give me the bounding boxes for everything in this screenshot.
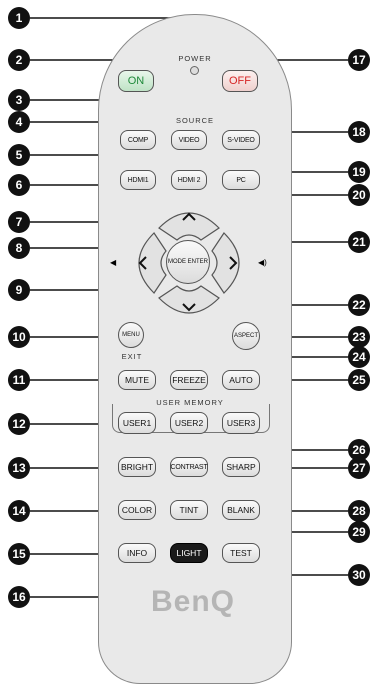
- info-button[interactable]: INFO: [118, 543, 156, 563]
- direction-pad: [138, 212, 240, 314]
- callout-18: 18: [348, 121, 370, 143]
- up-arrow-button[interactable]: [158, 212, 220, 241]
- callout-28: 28: [348, 500, 370, 522]
- right-chevron-icon: [229, 256, 238, 270]
- user3-button[interactable]: USER3: [222, 412, 260, 434]
- brand-logo: BenQ: [150, 585, 235, 618]
- callout-13: 13: [8, 457, 30, 479]
- callout-16: 16: [8, 586, 30, 608]
- callout-14: 14: [8, 500, 30, 522]
- hdmi1-button[interactable]: HDMI1: [120, 170, 156, 190]
- left-chevron-icon: [138, 256, 147, 270]
- on-button[interactable]: ON: [118, 70, 154, 92]
- callout-26: 26: [348, 439, 370, 461]
- power-led: [190, 66, 199, 75]
- up-chevron-icon: [182, 212, 196, 221]
- pc-button[interactable]: PC: [222, 170, 260, 190]
- callout-4: 4: [8, 111, 30, 133]
- volume-up-icon: ◀): [258, 258, 267, 267]
- left-arrow-button[interactable]: [138, 232, 167, 294]
- hdmi2-button[interactable]: HDMI 2: [171, 170, 207, 190]
- sharp-button[interactable]: SHARP: [222, 457, 260, 477]
- callout-21: 21: [348, 231, 370, 253]
- callout-3: 3: [8, 89, 30, 111]
- video-button[interactable]: VIDEO: [171, 130, 207, 150]
- callout-5: 5: [8, 144, 30, 166]
- down-arrow-button[interactable]: [158, 285, 220, 314]
- user-memory-label: USER MEMORY: [156, 398, 224, 407]
- right-arrow-button[interactable]: [211, 232, 240, 294]
- user2-button[interactable]: USER2: [170, 412, 208, 434]
- callout-11: 11: [8, 369, 30, 391]
- callout-2: 2: [8, 49, 30, 71]
- callout-24: 24: [348, 346, 370, 368]
- aspect-button[interactable]: ASPECT: [232, 322, 260, 350]
- exit-label: EXIT: [121, 352, 143, 361]
- light-button[interactable]: LIGHT: [170, 543, 208, 563]
- callout-30: 30: [348, 564, 370, 586]
- callout-10: 10: [8, 326, 30, 348]
- test-button[interactable]: TEST: [222, 543, 260, 563]
- blank-button[interactable]: BLANK: [222, 500, 260, 520]
- callout-8: 8: [8, 237, 30, 259]
- user1-button[interactable]: USER1: [118, 412, 156, 434]
- auto-button[interactable]: AUTO: [222, 370, 260, 390]
- volume-down-icon: ◀: [110, 258, 117, 267]
- callout-17: 17: [348, 49, 370, 71]
- callout-25: 25: [348, 369, 370, 391]
- freeze-button[interactable]: FREEZE: [170, 370, 208, 390]
- callout-15: 15: [8, 543, 30, 565]
- callout-12: 12: [8, 413, 30, 435]
- callout-20: 20: [348, 184, 370, 206]
- contrast-button[interactable]: CONTRAST: [170, 457, 208, 477]
- callout-9: 9: [8, 279, 30, 301]
- comp-button[interactable]: COMP: [120, 130, 156, 150]
- callout-27: 27: [348, 457, 370, 479]
- power-label: POWER: [178, 54, 212, 63]
- mode-enter-button[interactable]: MODE ENTER: [166, 240, 210, 284]
- mute-button[interactable]: MUTE: [118, 370, 156, 390]
- callout-19: 19: [348, 161, 370, 183]
- callout-29: 29: [348, 521, 370, 543]
- callout-7: 7: [8, 211, 30, 233]
- tint-button[interactable]: TINT: [170, 500, 208, 520]
- bright-button[interactable]: BRIGHT: [118, 457, 156, 477]
- source-label: SOURCE: [175, 116, 215, 125]
- callout-6: 6: [8, 174, 30, 196]
- callout-1: 1: [8, 7, 30, 29]
- down-chevron-icon: [182, 303, 196, 312]
- svideo-button[interactable]: S-VIDEO: [222, 130, 260, 150]
- color-button[interactable]: COLOR: [118, 500, 156, 520]
- callout-22: 22: [348, 294, 370, 316]
- menu-button[interactable]: MENU: [118, 322, 144, 348]
- off-button[interactable]: OFF: [222, 70, 258, 92]
- callout-23: 23: [348, 326, 370, 348]
- remote-body: [98, 14, 292, 684]
